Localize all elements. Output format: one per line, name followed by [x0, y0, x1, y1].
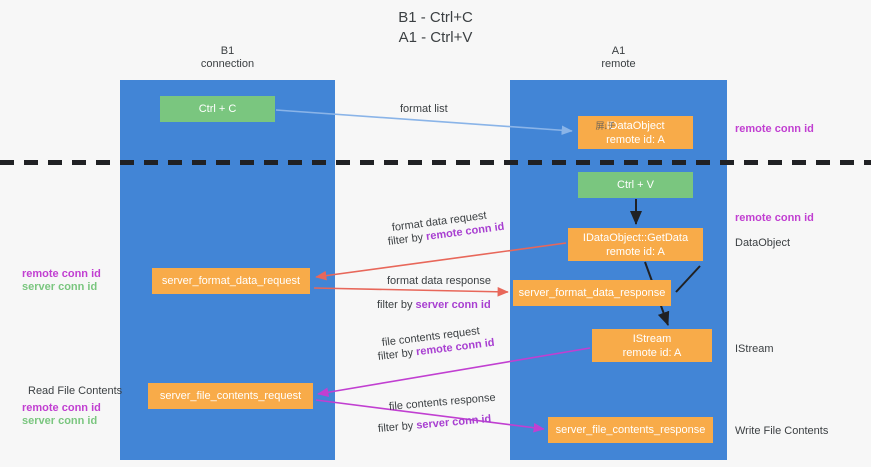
node-ctrl-v-label: Ctrl + V — [617, 179, 654, 191]
filter-key: server conn id — [415, 299, 491, 311]
node-getdata[interactable]: IDataObject::GetData remote id: A — [568, 228, 703, 261]
title-line-1: B1 - Ctrl+C — [398, 9, 473, 26]
phase-divider — [0, 160, 871, 165]
node-istream-sub: remote id: A — [622, 346, 682, 359]
node-server-file-contents-response[interactable]: server_file_contents_response — [548, 417, 713, 443]
filter-prefix: filter by — [377, 299, 416, 311]
lane-header-a1: A1 remote — [510, 45, 727, 71]
node-server-format-data-request[interactable]: server_format_data_request — [152, 268, 310, 294]
diagram-title: B1 - Ctrl+C A1 - Ctrl+V — [0, 8, 871, 48]
annotation-right-remote-conn-id-top: remote conn id — [735, 123, 814, 135]
node-ctrl-c-label: Ctrl + C — [198, 103, 237, 115]
lane-header-a1-name: A1 — [611, 45, 626, 57]
annotation-right-istream: IStream — [735, 343, 774, 355]
annotation-left-server-conn-id-bottom: server conn id — [22, 415, 98, 427]
annotation-right-write-file-contents: Write File Contents — [735, 425, 829, 437]
title-line-2: A1 - Ctrl+V — [398, 29, 473, 46]
annotation-left-read-file-contents: Read File Contents — [28, 385, 123, 397]
node-ctrl-c[interactable]: Ctrl + C — [160, 96, 275, 122]
filter-prefix: filter by — [377, 419, 417, 435]
lane-header-a1-sublabel: remote — [601, 58, 636, 70]
annotation-left-remote-conn-id-bottom: remote conn id — [22, 402, 101, 414]
edge-label-format-data-response-filter: filter by server conn id — [377, 299, 491, 312]
node-idataobject-label-wrap: 屏↓チ IDataObject — [595, 119, 665, 133]
node-getdata-sub: remote id: A — [606, 245, 665, 258]
edge-label-file-contents-response-filter: filter by server conn id — [377, 413, 491, 436]
lane-header-b1-sublabel: connection — [200, 58, 255, 70]
render-artifact-glyph: 屏↓チ — [595, 120, 615, 131]
lane-header-b1-name: B1 — [220, 45, 235, 57]
annotation-left-remote-conn-id-mid: remote conn id — [22, 268, 101, 280]
annotation-left-server-conn-id-mid: server conn id — [22, 281, 98, 293]
node-idataobject[interactable]: 屏↓チ IDataObject remote id: A — [578, 116, 693, 149]
node-ctrl-v[interactable]: Ctrl + V — [578, 172, 693, 198]
node-getdata-label: IDataObject::GetData — [582, 231, 689, 244]
annotation-right-dataobject: DataObject — [735, 237, 791, 249]
filter-key: server conn id — [415, 413, 492, 432]
lane-header-b1: B1 connection — [120, 45, 335, 71]
node-server-file-contents-request[interactable]: server_file_contents_request — [148, 383, 313, 409]
node-idataobject-sub: remote id: A — [606, 133, 665, 146]
annotation-right-remote-conn-id-mid: remote conn id — [735, 212, 814, 224]
node-server-format-data-response-label: server_format_data_response — [518, 287, 666, 299]
node-idataobject-label: IDataObject — [606, 119, 665, 132]
node-istream-label: IStream — [632, 332, 672, 345]
edge-label-format-list: format list — [400, 103, 448, 115]
node-server-file-contents-request-label: server_file_contents_request — [159, 390, 302, 402]
node-server-format-data-request-label: server_format_data_request — [161, 275, 301, 287]
edge-label-format-data-response: format data response — [387, 275, 491, 287]
edge-label-file-contents-response: file contents response — [388, 391, 497, 413]
node-istream[interactable]: IStream remote id: A — [592, 329, 712, 362]
node-server-file-contents-response-label: server_file_contents_response — [555, 424, 706, 436]
